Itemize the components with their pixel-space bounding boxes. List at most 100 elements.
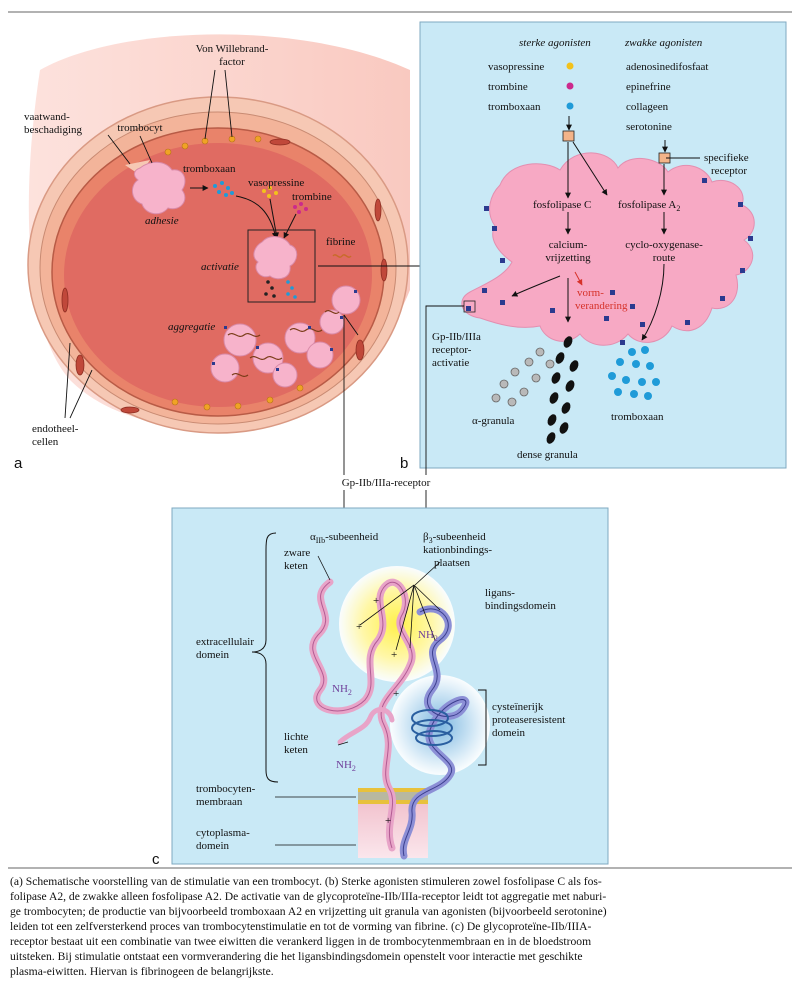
- label-membraan-2: membraan: [196, 796, 243, 808]
- label-lichte-1: lichte: [284, 731, 309, 743]
- tromboxaan-dots-a: [213, 181, 234, 197]
- label-nh2-beta: NH2: [418, 629, 438, 643]
- label-trombocyt: trombocyt: [117, 122, 162, 134]
- label-cyto-1: cytoplasma-: [196, 827, 250, 839]
- label-extra-2: domein: [196, 649, 229, 661]
- label-adhesie: adhesie: [145, 215, 179, 227]
- label-tromboxaan-a: tromboxaan: [183, 163, 236, 175]
- panel-b-letter: b: [400, 455, 408, 472]
- label-cyclo-2: route: [653, 252, 676, 264]
- platelet-activated: [253, 236, 298, 280]
- cystein-bracket: [478, 689, 487, 766]
- label-vaatwand-1: vaatwand-: [24, 111, 70, 123]
- caption-line: ge trombocyten; de productie van bijvoor…: [10, 905, 607, 918]
- panel-c-pointers: [275, 555, 441, 846]
- svg-text:+: +: [385, 815, 391, 827]
- panel-a-vessel: Von Willebrand- factor trombocyt vaatwan…: [14, 34, 420, 475]
- label-von-willebrand-2: factor: [219, 56, 245, 68]
- membrane-receptors: [466, 178, 753, 345]
- label-ligans-2: bindingsdomein: [485, 600, 556, 612]
- label-trombine-a: trombine: [292, 191, 332, 203]
- label-aggregatie: aggregatie: [168, 321, 215, 333]
- figure: Von Willebrand- factor trombocyt vaatwan…: [8, 11, 792, 869]
- beta-chain-outline: [402, 608, 467, 857]
- label-extra-1: extracellulair: [196, 636, 254, 648]
- panel-c-receptor-structure: + + + + + αIIb-subeenheid β3-subeenheid …: [152, 507, 609, 868]
- label-fibrine: fibrine: [326, 236, 355, 248]
- label-dense-granula: dense granula: [517, 449, 578, 461]
- label-tromboxaan-b: tromboxaan: [611, 411, 664, 423]
- panel-b-signalling: sterke agonisten zwakke agonisten vasopr…: [400, 21, 787, 475]
- activatie-box: [247, 229, 316, 303]
- dense-granula: [546, 336, 579, 444]
- aggregated-platelets: [210, 285, 361, 388]
- label-endotheel-2: cellen: [32, 436, 59, 448]
- trombine-dots-a: [293, 202, 308, 214]
- activatie-blue-dots: [286, 280, 297, 299]
- panel-c-letter: c: [152, 851, 160, 868]
- strong-agonist-dot: [566, 82, 574, 90]
- label-gp-1: Gp-IIb/IIIa: [432, 331, 481, 343]
- label-nh2-heavy: NH2: [332, 683, 352, 697]
- vasopressine-dots-a: [262, 186, 278, 198]
- label-activatie: activatie: [201, 261, 239, 273]
- wall-damage: [125, 160, 150, 175]
- label-kation-1: kationbindings-: [423, 544, 492, 556]
- caption-line: plasma-eiwitten. Hiervan is fibrinogeen …: [10, 965, 274, 978]
- svg-text:+: +: [356, 621, 362, 633]
- svg-text:+: +: [373, 595, 379, 607]
- label-vasopressine-a: vasopressine: [248, 177, 304, 189]
- cation-binding-lines: [359, 584, 441, 651]
- label-calcium-1: calcium-: [549, 239, 588, 251]
- platelet-adhesion: [132, 161, 186, 215]
- label-fosfolipase-a2: fosfolipase A2: [618, 199, 680, 213]
- header-zwakke-agonisten: zwakke agonisten: [624, 37, 703, 49]
- weak-agonist-1: epinefrine: [626, 81, 671, 93]
- panel-a-pointers: [64, 69, 420, 475]
- label-specifieke-2: receptor: [711, 165, 747, 177]
- von-willebrand-dots: [164, 135, 304, 411]
- label-calcium-2: vrijzetting: [545, 252, 591, 264]
- label-cyclo-1: cyclo-oxygenase-: [625, 239, 703, 251]
- strong-agonist-dots: [566, 62, 574, 110]
- label-cyst-2: proteaseresistent: [492, 714, 565, 726]
- caption-line: receptor bestaat uit een combinatie van …: [10, 935, 592, 948]
- label-cyst-3: domein: [492, 727, 525, 739]
- label-gp-receptor-connector: Gp-IIb/IIIa-receptor: [342, 477, 431, 489]
- label-ligans-1: ligans-: [485, 587, 515, 599]
- tromboxaan-dots-b: [608, 346, 660, 400]
- svg-text:+: +: [393, 688, 399, 700]
- aggregate-fibrin: [227, 309, 340, 378]
- strong-agonist-0: vasopressine: [488, 61, 544, 73]
- caption-line: (a) Schematische voorstelling van de sti…: [10, 875, 602, 888]
- weak-agonist-3: serotonine: [626, 121, 672, 133]
- label-cyst-1: cysteïnerijk: [492, 701, 544, 713]
- gp-receptor-box: [463, 300, 476, 313]
- svg-text:+: +: [391, 649, 397, 661]
- label-alpha-granula: α-granula: [472, 415, 515, 427]
- label-gp-2: receptor-: [432, 344, 472, 356]
- strong-agonist-1: trombine: [488, 81, 528, 93]
- cation-plus-signs: + + + + +: [356, 595, 399, 827]
- vorm-arrow: [574, 271, 583, 286]
- label-vorm-1: vorm-: [577, 287, 604, 299]
- caption-line: leiden tot een zelfversterkend proces va…: [10, 920, 592, 933]
- label-kation-2: plaatsen: [434, 557, 471, 569]
- caption-line: folipase A2, de zwakke alleen fosfolipas…: [10, 890, 607, 903]
- header-sterke-agonisten: sterke agonisten: [519, 37, 591, 49]
- strong-receptor-box: [562, 130, 575, 142]
- label-alpha-subunit: αIIb-subeenheid: [310, 531, 379, 545]
- label-lichte-2: keten: [284, 744, 308, 756]
- label-vaatwand-2: beschadiging: [24, 124, 83, 136]
- weak-agonist-2: collageen: [626, 101, 669, 113]
- label-von-willebrand-1: Von Willebrand-: [196, 43, 269, 55]
- caption-line: uitsteken. Bij stimulatie ontstaat een v…: [10, 950, 583, 963]
- fibrine-strand: [332, 254, 352, 258]
- activatie-black-dots: [264, 280, 276, 298]
- label-nh2-light: NH2: [336, 759, 356, 773]
- label-zware-1: zware: [284, 547, 310, 559]
- weak-agonist-0: adenosinedifosfaat: [626, 61, 708, 73]
- label-fosfolipase-c: fosfolipase C: [533, 199, 591, 211]
- aggregate-receptors: [212, 290, 357, 371]
- platelet-cell-body: [461, 152, 755, 346]
